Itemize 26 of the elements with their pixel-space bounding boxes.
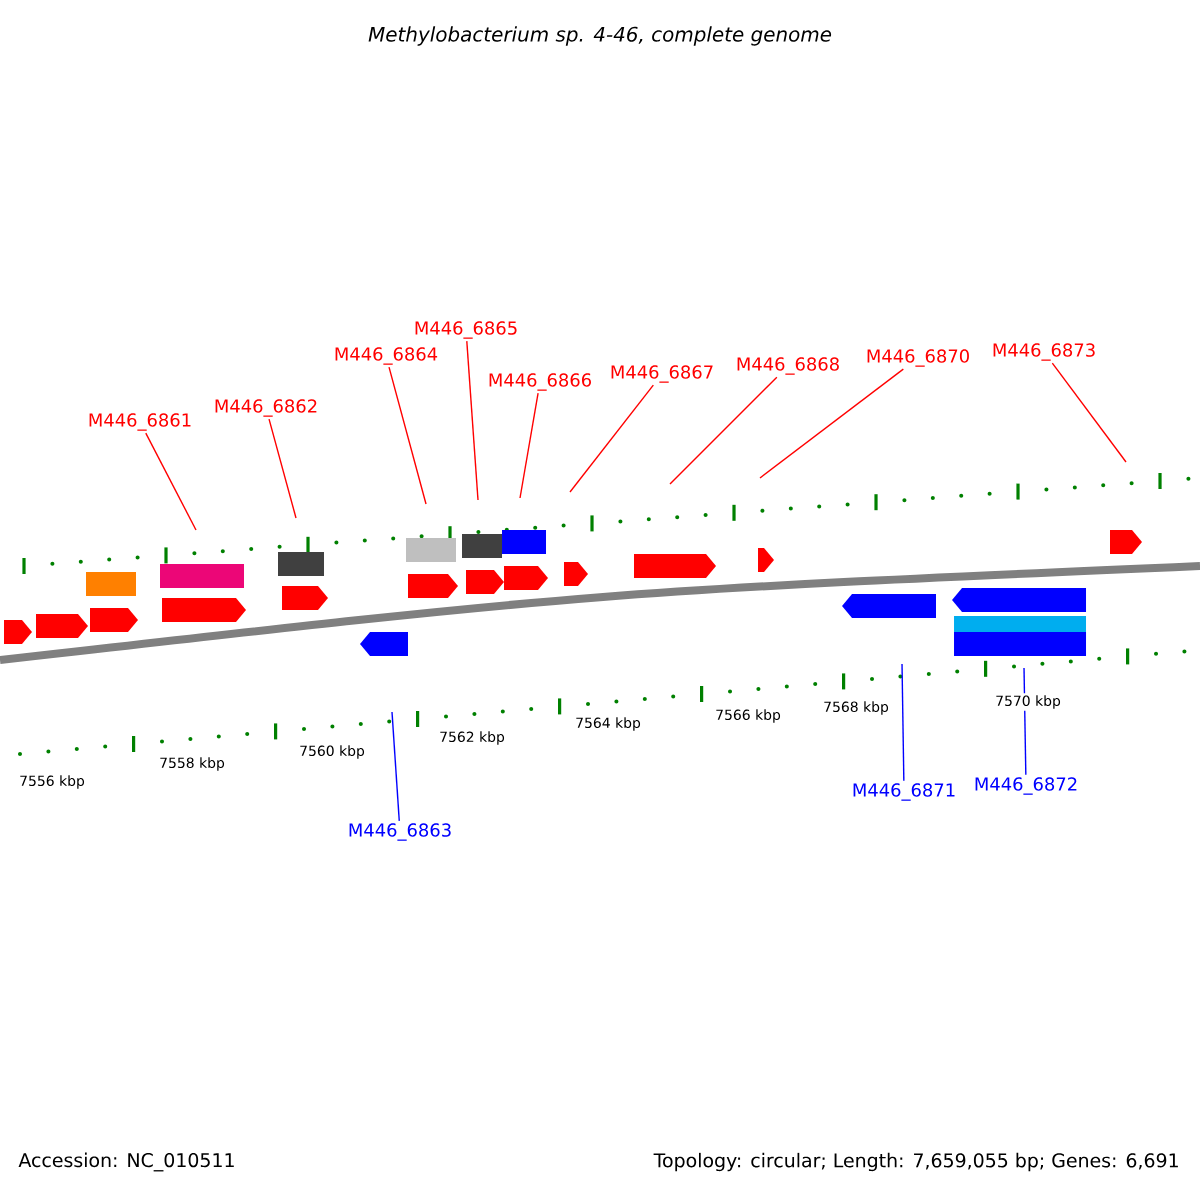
gene-label: M446_6866 bbox=[489, 373, 591, 391]
gene-label: M446_6865 bbox=[415, 321, 517, 339]
gene-label: M446_6873 bbox=[993, 343, 1095, 361]
gene-label: M446_6870 bbox=[867, 349, 969, 367]
leader-line bbox=[669, 376, 778, 485]
genome-info-text: Topology: circular; Length: 7,659,055 bp; Genes: 6,691 bbox=[653, 1152, 1178, 1172]
leader-line bbox=[519, 392, 539, 499]
gene-label: M446_6868 bbox=[737, 357, 839, 375]
leader-line bbox=[1051, 362, 1127, 463]
leader-line bbox=[268, 418, 297, 519]
gene-label: M446_6872 bbox=[975, 777, 1077, 795]
leader-line bbox=[759, 368, 904, 479]
gene-label: M446_6863 bbox=[349, 823, 451, 841]
leader-line bbox=[569, 384, 654, 493]
gene-label: M446_6861 bbox=[89, 413, 191, 431]
gene-label: M446_6867 bbox=[611, 365, 713, 383]
leader-line bbox=[388, 366, 427, 505]
leader-line bbox=[466, 340, 479, 501]
leader-line bbox=[145, 432, 197, 531]
accession-text: Accession: NC_010511 bbox=[18, 1152, 234, 1172]
leader-line bbox=[901, 663, 905, 782]
leader-line bbox=[391, 711, 400, 822]
gene-label: M446_6864 bbox=[335, 347, 438, 365]
gene-label: M446_6862 bbox=[215, 399, 317, 417]
gene-label: M446_6871 bbox=[853, 783, 955, 801]
title: Methylobacterium sp. 4-46, complete genome bbox=[368, 26, 832, 46]
